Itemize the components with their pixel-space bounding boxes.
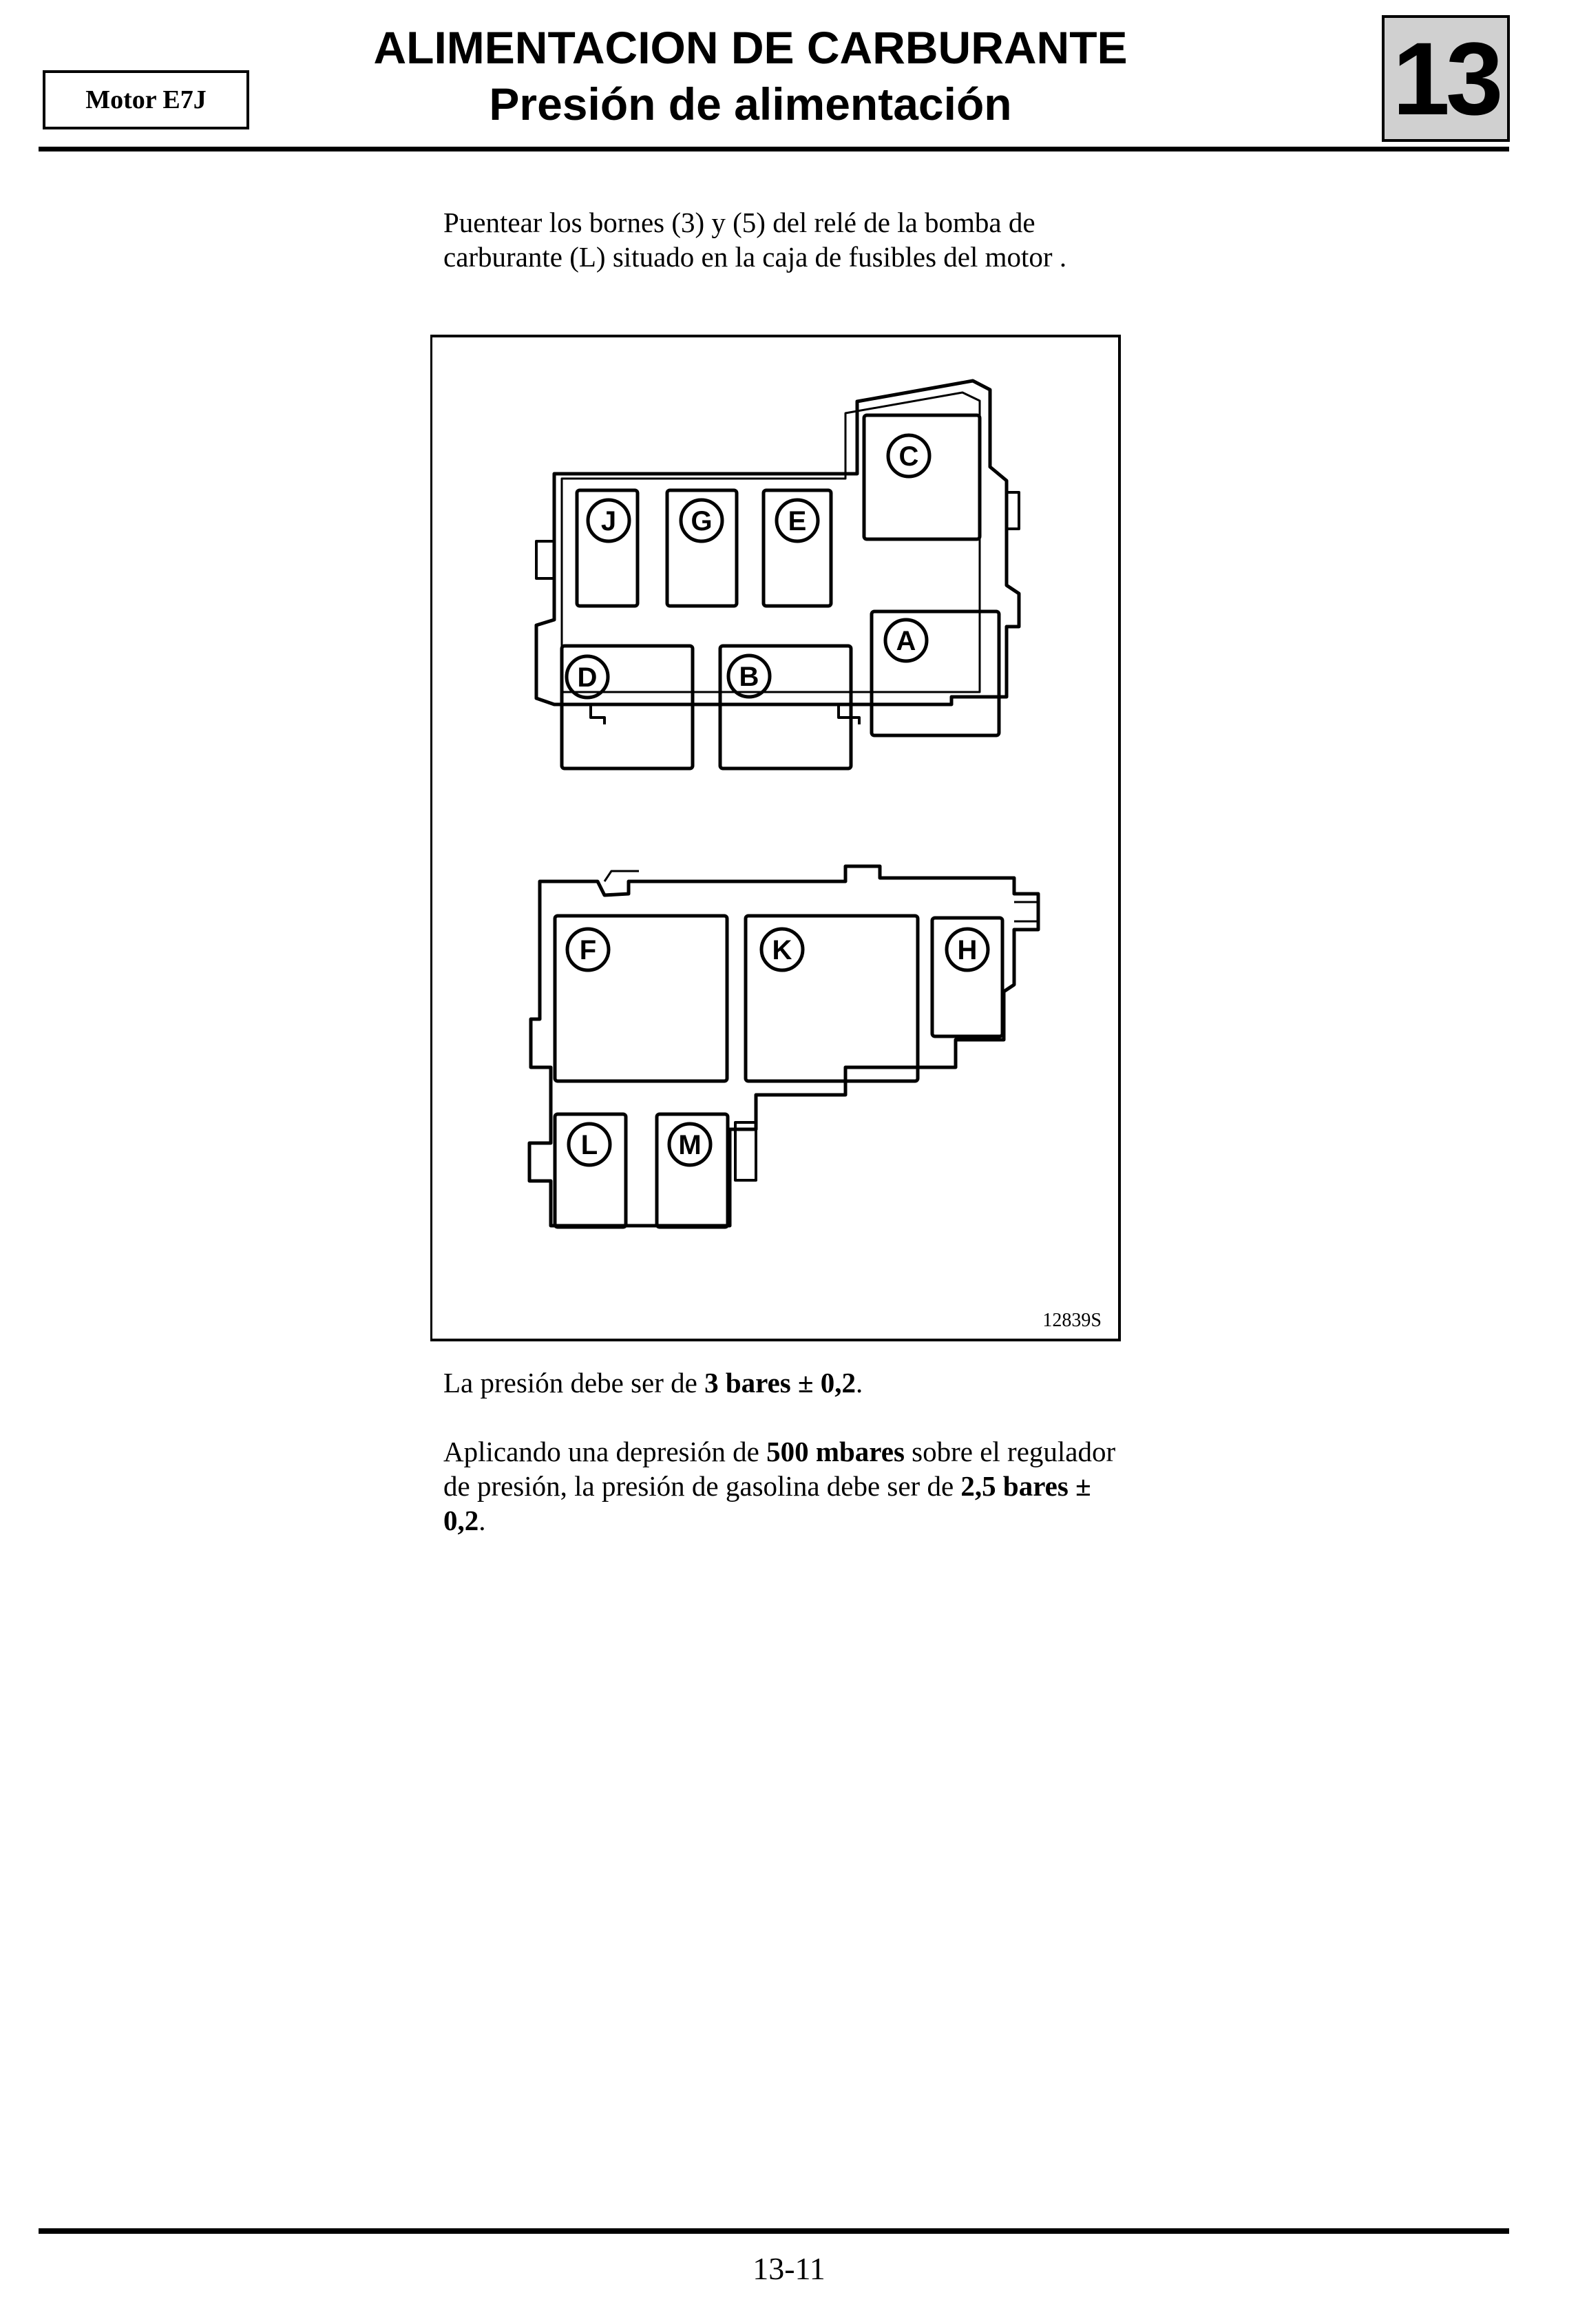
label-m: M	[678, 1130, 701, 1160]
footer-rule	[39, 2228, 1509, 2234]
label-circle-g	[679, 498, 724, 543]
relay-m	[655, 1112, 730, 1229]
pressure-suffix: .	[856, 1367, 863, 1399]
label-a: A	[896, 626, 916, 656]
label-e: E	[788, 506, 807, 536]
pressure-paragraph: La presión debe ser de 3 bares ± 0,2.	[443, 1365, 1132, 1400]
upper-box-outline	[534, 379, 1021, 706]
label-f: F	[580, 935, 596, 965]
relay-l	[553, 1112, 628, 1229]
label-circle-k	[759, 927, 805, 972]
relay-j	[575, 488, 640, 608]
depression-paragraph: Aplicando una depresión de 500 mbares so…	[443, 1434, 1132, 1538]
relay-a	[870, 609, 1001, 737]
section-number: 13	[1382, 15, 1510, 142]
label-circle-a	[883, 618, 929, 663]
page-number: 13-11	[753, 2251, 825, 2286]
label-g: G	[691, 506, 712, 536]
page-title: ALIMENTACION DE CARBURANTE Presión de al…	[296, 19, 1205, 132]
relay-f	[553, 914, 729, 1083]
label-circle-f	[565, 927, 611, 972]
label-circle-h	[945, 927, 990, 972]
intro-paragraph: Puentear los bornes (3) y (5) del relé d…	[443, 205, 1132, 274]
label-k: K	[772, 935, 792, 965]
depression-suffix: .	[478, 1505, 486, 1536]
depression-middle: sobre el regulador de presión, la presió…	[443, 1436, 1116, 1502]
fuse-box-figure: J G E C D B A F K H L M 12839S	[430, 335, 1121, 1341]
label-circle-l	[567, 1122, 612, 1167]
label-circle-d	[565, 654, 610, 700]
title-main: ALIMENTACION DE CARBURANTE	[373, 22, 1128, 73]
figure-code: 12839S	[1042, 1310, 1102, 1331]
pressure-prefix: La presión debe ser de	[443, 1367, 705, 1399]
label-circle-m	[667, 1122, 713, 1167]
label-h: H	[958, 935, 978, 965]
label-circle-b	[726, 653, 772, 699]
lower-box-outline	[527, 864, 1040, 1228]
label-circle-c	[886, 433, 932, 479]
depression-value: 500 mbares	[766, 1436, 905, 1467]
relay-k	[744, 914, 920, 1083]
relay-c	[862, 413, 982, 541]
label-circle-j	[586, 498, 631, 543]
label-c: C	[899, 441, 919, 472]
header-rule	[39, 147, 1509, 151]
label-d: D	[578, 662, 598, 693]
label-j: J	[601, 506, 616, 536]
engine-label: Motor E7J	[43, 70, 249, 129]
label-circle-e	[775, 498, 820, 543]
depression-result: 2,5 bares ± 0,2	[443, 1470, 1091, 1536]
pressure-value: 3 bares ± 0,2	[704, 1367, 856, 1399]
label-b: B	[739, 662, 759, 692]
title-sub: Presión de alimentación	[489, 78, 1012, 129]
relay-d-box	[560, 644, 695, 771]
relay-h	[930, 916, 1004, 1038]
depression-prefix: Aplicando una depresión de	[443, 1436, 767, 1467]
relay-e	[761, 488, 833, 608]
intro-text: Puentear los bornes (3) y (5) del relé d…	[443, 207, 1067, 273]
label-l: L	[581, 1130, 598, 1160]
fuse-box-diagram: J G E C D B A F K H L M	[527, 379, 1040, 1229]
relay-b	[718, 644, 853, 771]
relay-g	[665, 488, 739, 608]
